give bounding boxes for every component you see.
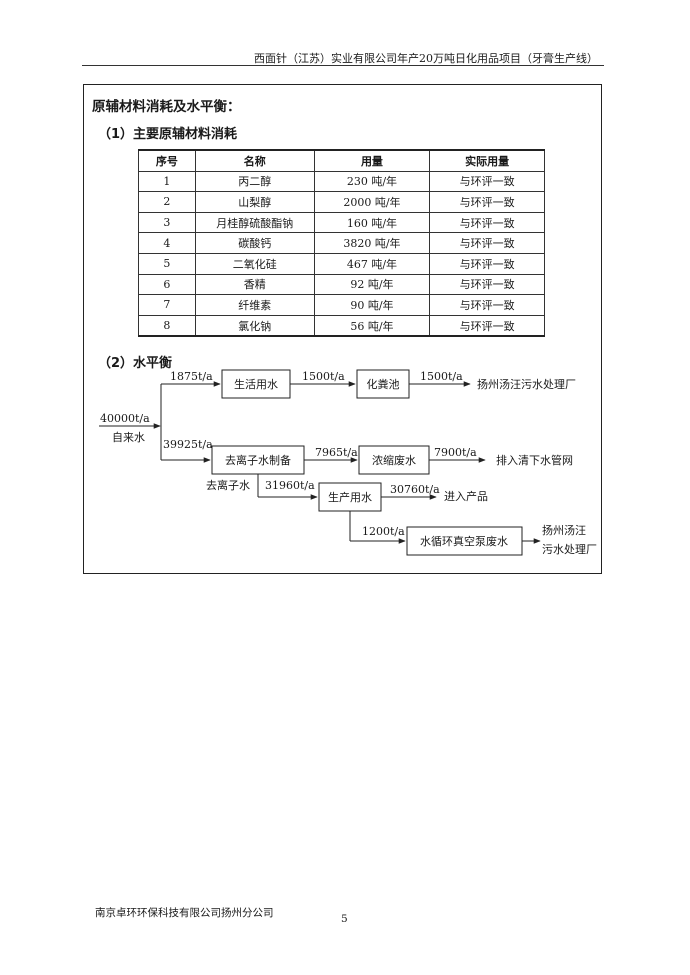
label-domestic-septic: 1500t/a [302,370,345,383]
table-cell: 氯化钠 [194,314,315,338]
table-cell: 230 吨/年 [313,170,431,193]
footer-company: 南京卓环环保科技有限公司扬州分公司 [95,907,274,919]
table-cell: 碳酸钙 [194,232,315,254]
subsection-water-balance-title: （2）水平衡 [98,356,173,371]
box-deion-label: 去离子水制备 [225,453,291,467]
box-domestic [221,369,291,399]
dest-product: 进入产品 [444,489,488,503]
header-cell: 实际用量 [429,148,545,172]
subsection-materials-title: （1）主要原辅材料消耗 [98,127,238,142]
box-vacuum-label: 水循环真空泵废水 [420,534,508,548]
section-title: 原辅材料消耗及水平衡： [92,99,241,115]
dest-plant2-line2: 污水处理厂 [542,543,597,556]
table-row: 3 月桂醇硫酸酯钠 160 吨/年 与环评一致 [138,211,545,234]
content-frame [83,84,602,574]
label-to-domestic: 1875t/a [170,370,213,383]
table-row: 8 氯化钠 56 吨/年 与环评一致 [138,314,545,338]
box-septic-label: 化粪池 [367,377,400,391]
dest-plant1: 扬州汤汪污水处理厂 [477,377,576,391]
table-cell: 56 吨/年 [313,314,431,338]
dest-plant2-line1: 扬州汤汪 [542,523,586,537]
box-domestic-label: 生活用水 [234,377,278,391]
label-prod-vacuum: 1200t/a [362,525,405,538]
header-divider [82,65,604,66]
label-deion-water: 去离子水 [206,478,250,492]
label-deion-prod: 31960t/a [265,479,315,492]
box-vacuum [406,526,523,556]
label-tap-amount: 40000t/a [100,412,150,425]
materials-table: 序号 名称 用量 实际用量 1 丙二醇 230 吨/年 与环评一致 2 山梨醇 … [138,148,545,338]
box-concentrate-label: 浓缩废水 [372,453,416,467]
table-row: 6 香精 92 吨/年 与环评一致 [138,273,545,296]
table-cell: 2000 吨/年 [313,191,431,213]
label-deion-conc: 7965t/a [315,446,358,459]
table-cell: 与环评一致 [429,314,545,338]
table-row: 7 纤维素 90 吨/年 与环评一致 [138,294,545,316]
table-header-row: 序号 名称 用量 实际用量 [138,148,545,172]
table-row: 5 二氧化硅 467 吨/年 与环评一致 [138,252,545,275]
table-cell: 与环评一致 [429,211,545,234]
table-cell: 纤维素 [194,294,315,316]
table-cell: 与环评一致 [429,294,545,316]
box-production-label: 生产用水 [328,490,372,504]
dest-drain: 排入清下水管网 [496,453,573,467]
header-cell: 名称 [194,148,315,172]
header-cell: 序号 [138,148,196,172]
table-row: 4 碳酸钙 3820 吨/年 与环评一致 [138,232,545,254]
label-to-deion: 39925t/a [163,438,213,451]
label-conc-out: 7900t/a [434,446,477,459]
box-deion [211,445,305,475]
label-septic-out: 1500t/a [420,370,463,383]
table-cell: 92 吨/年 [313,273,431,296]
label-prod-out: 30760t/a [390,483,440,496]
header-title: 西面针（江苏）实业有限公司年产20万吨日化用品项目（牙膏生产线） [254,52,598,65]
label-tap-water: 自来水 [112,431,145,444]
box-concentrate [358,445,430,475]
page-number: 5 [341,913,348,925]
